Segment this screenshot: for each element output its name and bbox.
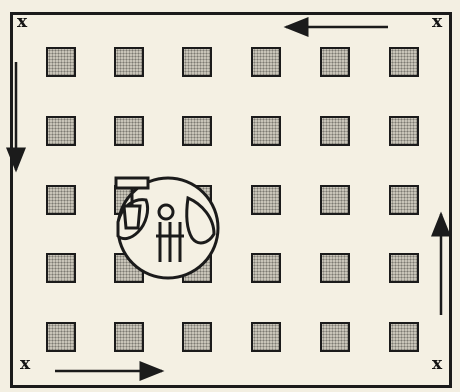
robot-with-globe-icon bbox=[116, 178, 218, 278]
